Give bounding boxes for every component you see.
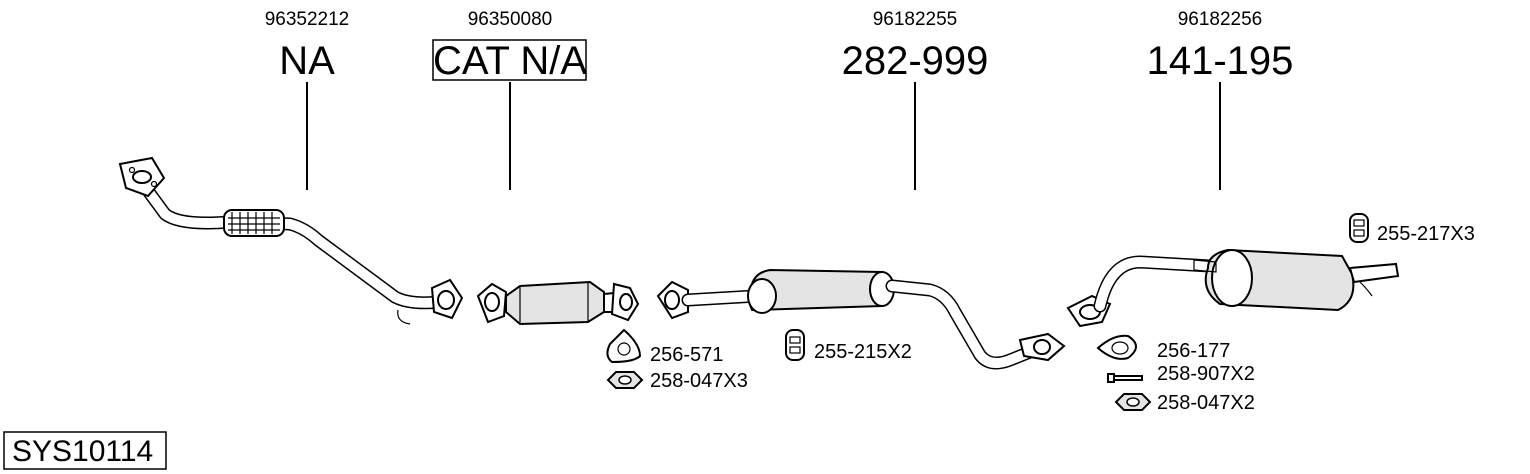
rubber-mount-icon — [1349, 213, 1369, 243]
accessory-label-258-907X2: 258-907X2 — [1157, 363, 1255, 385]
middle-silencer-drawing — [656, 268, 1066, 370]
part-number-catalyst: CAT N/A — [433, 39, 587, 83]
system-code: SYS10114 — [12, 435, 153, 468]
accessory-label-258-047X2: 258-047X2 — [1157, 392, 1255, 414]
catalyst-drawing — [476, 280, 640, 326]
accessory-label-255-217X3: 255-217X3 — [1377, 223, 1475, 245]
accessory-label-256-571: 256-571 — [650, 344, 723, 366]
nut-icon — [606, 371, 644, 389]
bolt-icon — [1107, 373, 1143, 383]
gasket-oval-icon — [1096, 334, 1137, 360]
rubber-mount-icon — [785, 329, 805, 361]
oe-number-rear-silencer: 96182256 — [1178, 9, 1263, 30]
oe-number-front-pipe: 96352212 — [265, 9, 350, 30]
part-number-rear-silencer: 141-195 — [1147, 39, 1294, 83]
part-number-middle-silencer: 282-999 — [842, 39, 989, 83]
oe-number-catalyst: 96350080 — [468, 9, 553, 30]
accessory-label-258-047X3: 258-047X3 — [650, 370, 748, 392]
gasket-triangle-icon — [606, 328, 642, 364]
system-code-box — [3, 431, 167, 470]
part-number-front-pipe: NA — [279, 39, 335, 83]
front-pipe-drawing — [118, 156, 464, 325]
rear-silencer-drawing — [1066, 248, 1400, 328]
accessory-label-256-177: 256-177 — [1157, 340, 1230, 362]
nut-icon — [1114, 393, 1152, 411]
catalyst-label-box — [432, 39, 587, 81]
accessory-label-255-215X2: 255-215X2 — [814, 341, 912, 363]
oe-number-middle-silencer: 96182255 — [873, 9, 958, 30]
